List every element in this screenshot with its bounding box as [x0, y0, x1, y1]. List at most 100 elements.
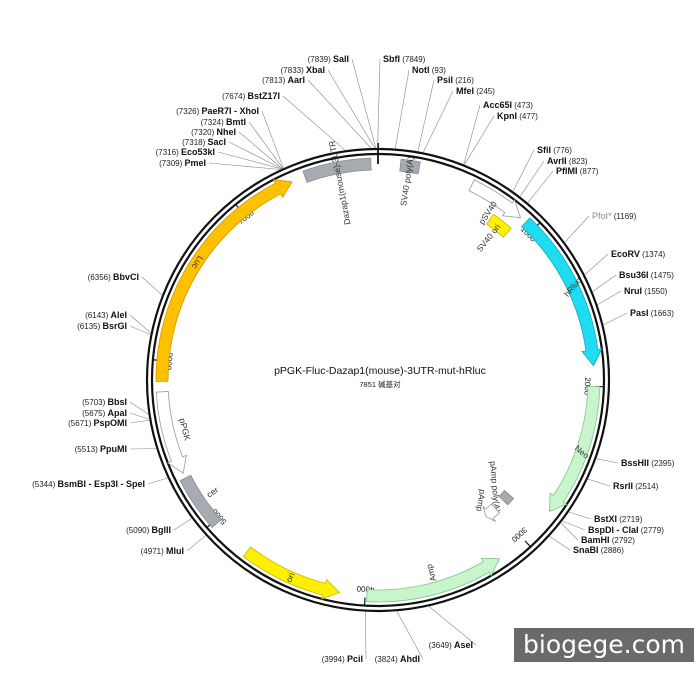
- site-name-bsshii: BssHII: [621, 458, 649, 468]
- site-leader-sbfi: [377, 58, 381, 149]
- tick-label-4000: 4000: [356, 584, 375, 594]
- site-pos-ecorv: (1374): [640, 250, 666, 259]
- site-name-psii: PsiI: [437, 75, 453, 85]
- site-leader-bamhi: [560, 522, 579, 541]
- site-name-ecorv: EcoRV: [611, 249, 640, 259]
- site-leader-avrii: [519, 160, 545, 197]
- site-pos-bamhi: (2792): [610, 536, 636, 545]
- site-pos-bglii: (5090): [126, 526, 151, 535]
- site-pos-sali: (7839): [308, 55, 333, 64]
- site-pos-pfoi: (1169): [612, 212, 637, 221]
- site-pos-snabi: (2886): [599, 546, 625, 555]
- site-name-bmti: BmtI: [226, 117, 246, 127]
- site-leader-bspdi-clai: [562, 520, 586, 531]
- site-pos-noti: (93): [430, 66, 447, 75]
- tick-label-6000: 6000: [164, 351, 175, 370]
- site-bglii: (5090) BglII: [126, 525, 171, 535]
- site-pos-bsrgi: (6135): [77, 322, 102, 331]
- site-name-mfei: MfeI: [456, 86, 474, 96]
- site-name-nrui: NruI: [624, 286, 642, 296]
- site-name-bstxi: BstXI: [594, 514, 617, 524]
- feature-label-pamp: pAmp: [474, 489, 487, 513]
- tick-3000: [524, 540, 531, 547]
- feature-dazap: [302, 157, 372, 183]
- site-pos-asei: (3649): [429, 641, 454, 650]
- site-ecorv: EcoRV (1374): [611, 249, 666, 259]
- feature-neo: [548, 385, 601, 513]
- site-name-bglii: BglII: [152, 525, 172, 535]
- site-leader-bstxi: [568, 511, 592, 520]
- site-pos-eco53ki: (7316): [156, 148, 181, 157]
- site-aari: (7813) AarI: [262, 75, 305, 85]
- site-xbai: (7833) XbaI: [281, 65, 325, 75]
- site-name-pcii: PciI: [347, 654, 363, 664]
- site-leader-bmti: [248, 121, 284, 169]
- site-leader-bglii: [173, 518, 192, 531]
- site-pasi: PasI (1663): [630, 308, 674, 318]
- site-pos-bsu36i: (1475): [649, 271, 675, 280]
- site-pos-mlui: (4971): [141, 547, 166, 556]
- site-saci: (7318) SacI: [182, 137, 226, 147]
- site-nhei: (7320) NheI: [191, 127, 236, 137]
- site-name-eco53ki: Eco53kI: [181, 147, 215, 157]
- site-pos-sfii: (776): [551, 146, 572, 155]
- site-kpni: KpnI (477): [497, 111, 538, 121]
- site-bsshii: BssHII (2395): [621, 458, 675, 468]
- site-leader-sfii: [512, 149, 535, 192]
- site-leader-ecorv: [584, 253, 609, 275]
- site-leader-bsshii: [596, 458, 619, 464]
- site-leader-mlui: [186, 535, 206, 552]
- site-name-aari: AarI: [287, 75, 305, 85]
- feature-pamp: [482, 503, 501, 522]
- site-pos-acc65i: (473): [512, 101, 533, 110]
- site-name-ahdi: AhdI: [400, 654, 420, 664]
- site-bmti: (7324) BmtI: [201, 117, 246, 127]
- site-pos-aari: (7813): [262, 76, 287, 85]
- site-leader-bbsi: [129, 401, 149, 415]
- site-bstz17i: (7674) BstZ17I: [222, 91, 280, 101]
- site-leader-eco53ki: [217, 151, 282, 170]
- site-name-rsrii: RsrII: [613, 481, 633, 491]
- site-name-alei: AleI: [110, 310, 127, 320]
- site-pos-pcii: (3994): [322, 655, 347, 664]
- site-leader-bstz17i: [282, 95, 346, 151]
- feature-ppgk: [155, 391, 187, 475]
- site-pos-bsshii: (2395): [649, 459, 675, 468]
- feature-cer: [179, 474, 222, 529]
- site-ahdi: (3824) AhdI: [375, 654, 420, 664]
- site-name-pfoi: PfoI*: [592, 211, 612, 221]
- site-name-bbsi: BbsI: [107, 397, 127, 407]
- site-name-asei: AseI: [454, 640, 473, 650]
- site-pos-ppumi: (5513): [75, 445, 100, 454]
- site-apai: (5675) ApaI: [82, 408, 127, 418]
- site-pos-ahdi: (3824): [375, 655, 400, 664]
- feature-hrluc: [520, 217, 603, 367]
- site-leader-kpni: [464, 115, 495, 165]
- site-leader-saci: [228, 141, 283, 170]
- site-name-pspomi: PspOMI: [93, 418, 127, 428]
- site-pos-avrii: (823): [567, 157, 588, 166]
- site-name-saci: SacI: [207, 137, 226, 147]
- site-leader-aari: [307, 79, 372, 149]
- site-bsrgi: (6135) BsrGI: [77, 321, 127, 331]
- site-name-bamhi: BamHI: [581, 535, 610, 545]
- site-name-bbvci: BbvCI: [113, 272, 139, 282]
- site-name-noti: NotI: [412, 65, 430, 75]
- site-alei: (6143) AleI: [85, 310, 127, 320]
- site-pmei: (7309) PmeI: [159, 158, 206, 168]
- site-eco53ki: (7316) Eco53kI: [156, 147, 215, 157]
- site-pos-bstxi: (2719): [617, 515, 643, 524]
- site-snabi: SnaBI (2886): [573, 545, 624, 555]
- site-name-xbai: XbaI: [306, 65, 325, 75]
- site-leader-ahdi: [396, 611, 424, 660]
- site-name-pmei: PmeI: [184, 158, 206, 168]
- site-pspomi: (5671) PspOMI: [68, 418, 127, 428]
- site-leader-bbvci: [141, 276, 163, 296]
- site-leader-pcii: [364, 611, 367, 660]
- site-leader-psii: [417, 79, 435, 152]
- site-pos-apai: (5675): [82, 409, 107, 418]
- site-name-sali: SalI: [333, 54, 349, 64]
- site-mlui: (4971) MluI: [141, 546, 184, 556]
- site-leader-pfoi-: [564, 215, 590, 243]
